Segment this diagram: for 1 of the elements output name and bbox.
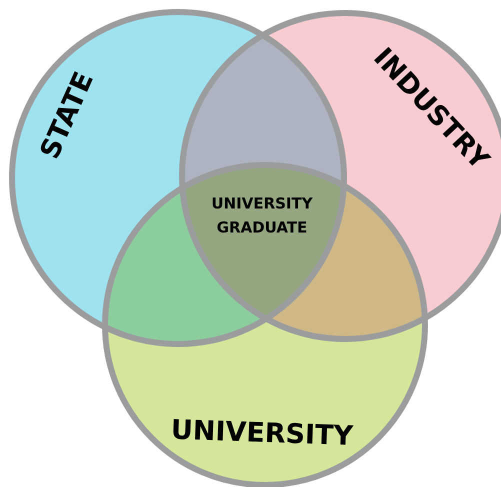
region-label: UNIVERSITY GRADUATE <box>212 197 313 233</box>
